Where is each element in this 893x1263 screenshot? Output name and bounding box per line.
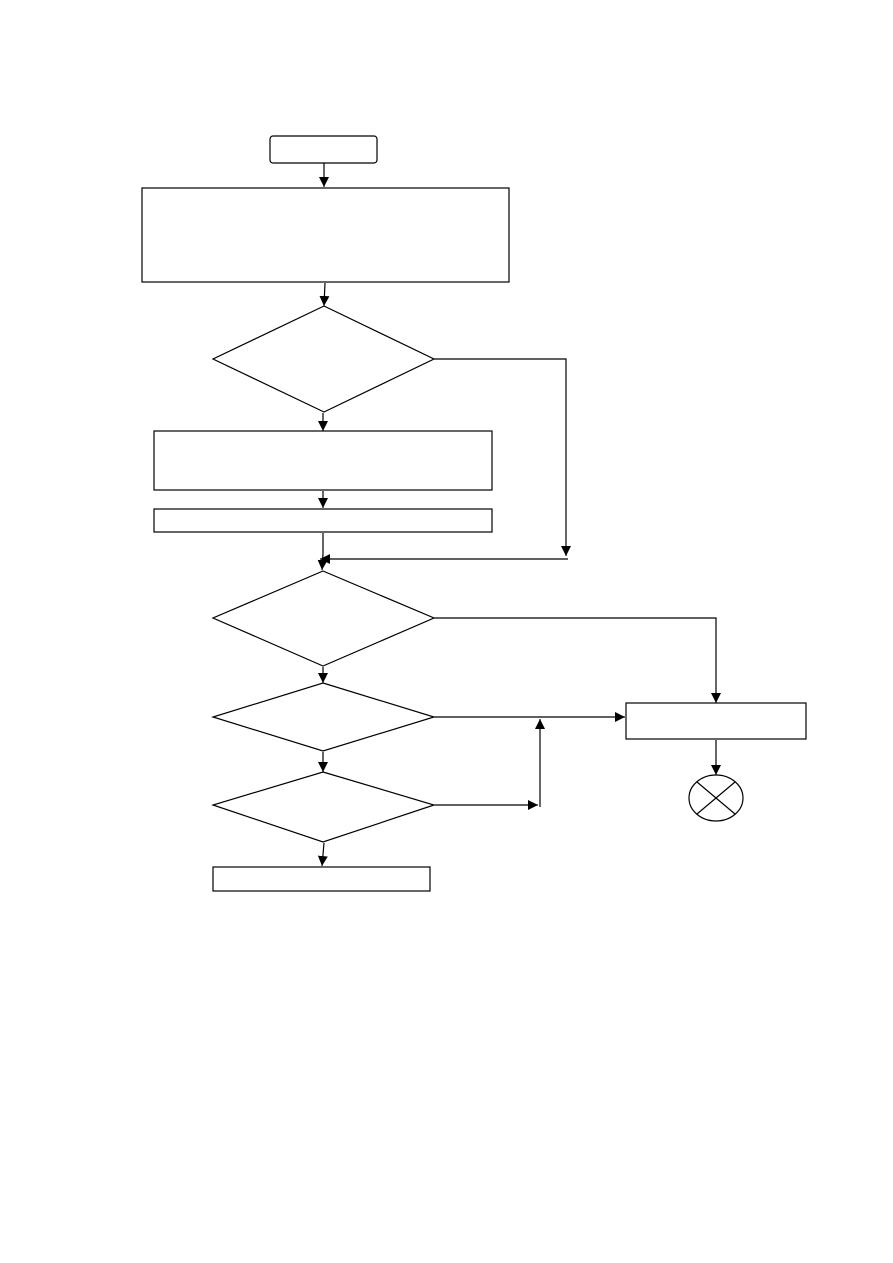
edge-decision-1-right-branch bbox=[434, 358, 571, 556]
decision-node-1 bbox=[211, 305, 436, 413]
edge-process-1-to-decision-1 bbox=[319, 282, 330, 307]
edge-decision-2-to-process-5 bbox=[434, 617, 721, 703]
start-node bbox=[269, 135, 378, 164]
edge-process-3-to-decision-2 bbox=[317, 533, 328, 571]
process-node-5 bbox=[625, 702, 807, 740]
process-node-1 bbox=[141, 187, 510, 283]
edge-decision-4-to-process-4 bbox=[317, 842, 328, 867]
decision-node-3 bbox=[210, 682, 437, 752]
edges bbox=[317, 163, 721, 867]
terminator-x-icon bbox=[688, 774, 744, 822]
nodes bbox=[141, 135, 807, 892]
process-node-3 bbox=[153, 508, 493, 533]
decision-node-2 bbox=[211, 570, 436, 667]
decision-node-4 bbox=[211, 771, 436, 843]
process-node-4 bbox=[212, 866, 431, 892]
process-node-2 bbox=[153, 430, 493, 491]
